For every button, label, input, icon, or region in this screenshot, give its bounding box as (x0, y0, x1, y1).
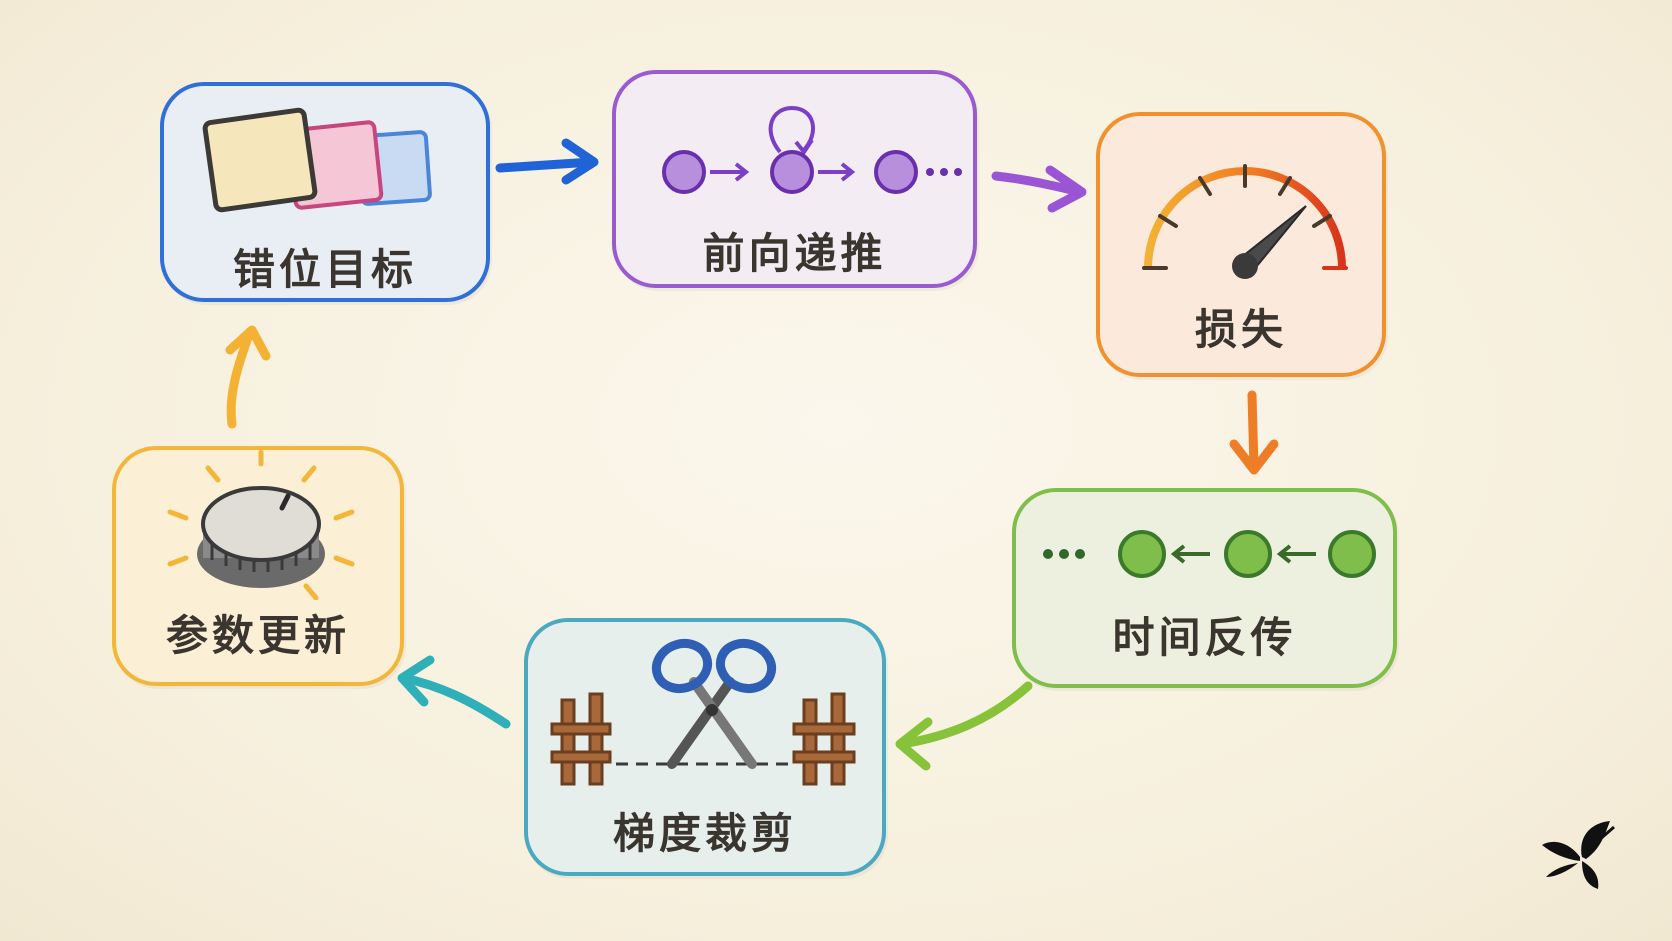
node-gradient-clipping: 梯度裁剪 (524, 618, 886, 876)
node-label: 错位目标 (232, 245, 417, 294)
stacked-cards-icon (202, 107, 432, 213)
arrow-backprop-to-clipping (895, 681, 1033, 771)
arrow-loss-to-backprop (1229, 390, 1279, 475)
scissors-fence-icon (550, 638, 856, 786)
arrow-update-to-target (225, 325, 271, 429)
node-label: 参数更新 (165, 611, 350, 660)
node-parameter-update: 参数更新 (112, 446, 404, 686)
node-loss: 损失 (1096, 112, 1386, 377)
gauge-icon (1142, 164, 1348, 279)
node-label: 梯度裁剪 (612, 809, 797, 858)
butterfly-icon (1542, 821, 1615, 889)
node-forward-unroll: 前向递推 (612, 70, 977, 288)
arrow-forward-to-loss (991, 165, 1087, 213)
arrow-target-to-forward (495, 138, 599, 185)
recurrent-chain-icon (662, 105, 962, 194)
node-backprop-through-time: 时间反传 (1012, 488, 1397, 688)
node-label: 时间反传 (1112, 613, 1297, 662)
knob-icon (167, 450, 355, 600)
node-label: 前向递推 (702, 229, 887, 278)
node-label: 损失 (1194, 305, 1287, 354)
arrow-clipping-to-update (397, 655, 511, 729)
node-misaligned-target: 错位目标 (160, 82, 490, 302)
backward-chain-icon (1043, 530, 1376, 578)
